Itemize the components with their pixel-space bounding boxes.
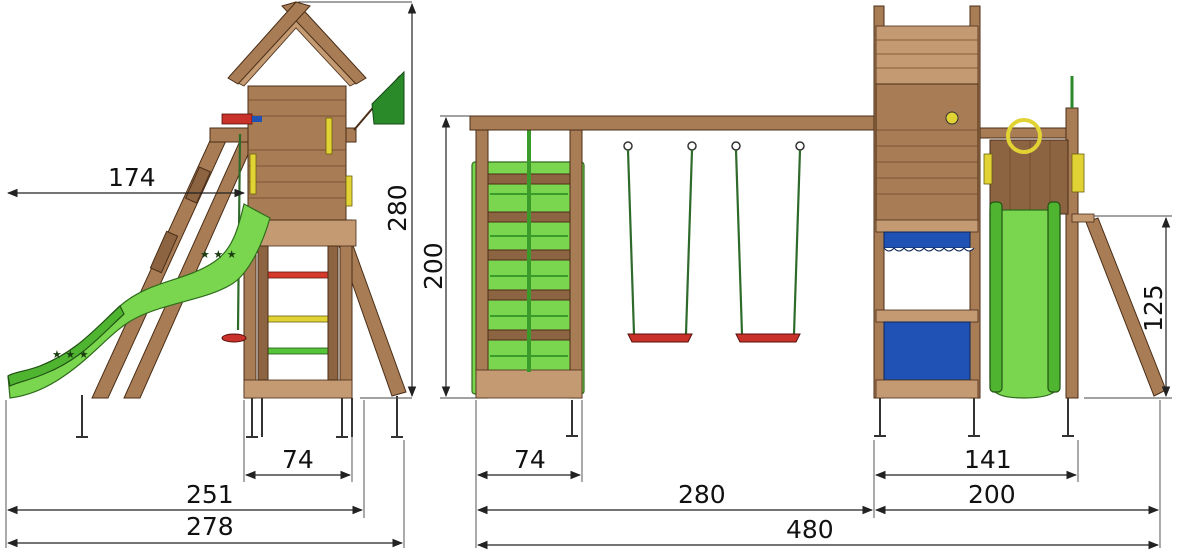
dim-label-front-height: 200: [419, 242, 448, 290]
dim-label-front-slide-area: 141: [964, 445, 1012, 474]
front-slide-deck: [979, 76, 1167, 399]
dim-label-front-swing-length: 280: [678, 480, 726, 509]
dim-label-side-height: 280: [383, 184, 412, 232]
side-dimension-lines: [6, 2, 417, 548]
dim-label-side-inner-length: 251: [186, 480, 234, 509]
svg-text:★ ★ ★: ★ ★ ★: [52, 348, 89, 361]
dim-label-front-deck-height: 125: [1139, 284, 1168, 332]
swing-beam: [469, 115, 881, 131]
side-tower: [209, 1, 405, 399]
side-slide: ★ ★ ★ ★ ★ ★: [7, 203, 271, 399]
dim-label-front-climb-width: 74: [514, 445, 546, 474]
side-ground-anchors: [76, 395, 403, 438]
climbing-module: [471, 116, 585, 399]
svg-text:★ ★ ★: ★ ★ ★: [200, 248, 237, 261]
front-extension-lines: [440, 115, 1172, 548]
front-view: 200 125 74 141 280 200 480: [419, 5, 1172, 550]
side-view: ★ ★ ★ ★ ★ ★ 174 280 74 251 278: [5, 1, 417, 548]
front-tower: [873, 5, 981, 399]
front-dimension-lines: [441, 116, 1171, 550]
dim-label-side-total-length: 278: [186, 512, 234, 541]
swings: [623, 141, 805, 343]
dim-label-front-tower-length: 200: [968, 480, 1016, 509]
side-extension-lines: [5, 1, 412, 548]
dim-label-front-total-length: 480: [786, 515, 834, 544]
front-ground-anchors: [566, 398, 1074, 437]
dim-label-side-slide: 174: [108, 163, 156, 192]
dim-label-side-tower-width: 74: [282, 445, 314, 474]
